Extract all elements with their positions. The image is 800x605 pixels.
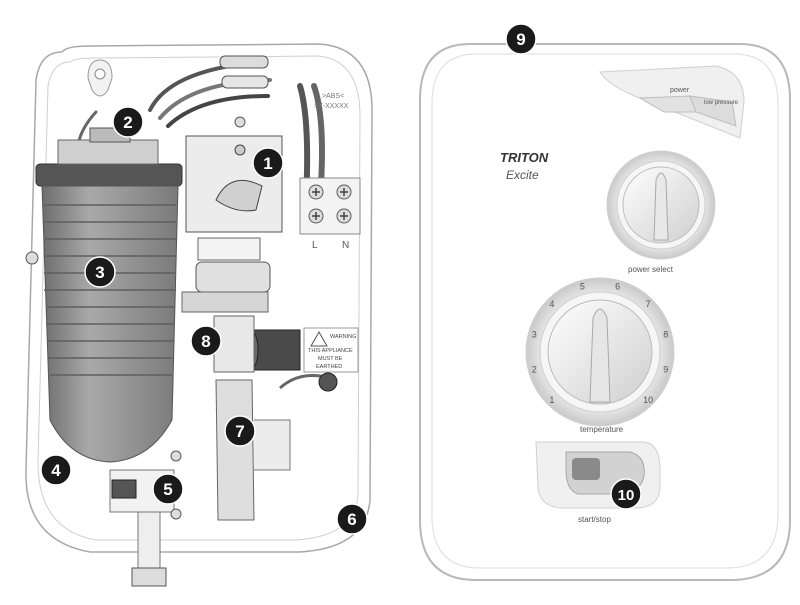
- number-badge-icon: [112, 106, 144, 138]
- terminal-block: [299, 177, 361, 235]
- fuse-icon: [219, 55, 269, 89]
- warning-text-1: WARNING: [330, 334, 356, 340]
- temperature-knob[interactable]: [525, 277, 675, 427]
- callout-badge-6: 6: [336, 503, 368, 535]
- temperature-scale-number: 8: [663, 329, 668, 339]
- callout-badge-1: 1: [252, 147, 284, 179]
- callout-badge-9: 9: [505, 23, 537, 55]
- abs-mark: >ABS<: [322, 93, 344, 100]
- warning-text-4: EARTHED: [316, 364, 342, 370]
- callout-number: 10: [618, 487, 635, 504]
- number-badge-icon: [252, 147, 284, 179]
- warning-text-2: THIS APPLIANCE: [308, 348, 353, 354]
- number-badge-icon: [336, 503, 368, 535]
- number-badge-icon: [84, 256, 116, 288]
- callout-number: 6: [347, 510, 356, 529]
- warning-text-3: MUST BE: [318, 356, 343, 362]
- callout-badge-8: 8: [190, 325, 222, 357]
- temperature-scale-number: 6: [615, 281, 620, 291]
- material-mark: >X-XXXXX: [314, 103, 349, 110]
- terminal-neutral-label: N: [342, 240, 349, 251]
- front-view: power low pressure TRITON Excite power s…: [419, 43, 791, 581]
- temperature-scale-number: 7: [646, 299, 651, 309]
- callout-badge-3: 3: [84, 256, 116, 288]
- number-badge-icon: [610, 478, 642, 510]
- callout-badge-10: 10: [610, 478, 642, 510]
- temperature-scale-number: 10: [643, 395, 653, 405]
- power-select-label: power select: [628, 265, 674, 274]
- callout-number: 3: [95, 263, 104, 282]
- callout-badge-5: 5: [152, 473, 184, 505]
- temperature-scale-number: 4: [549, 299, 554, 309]
- low-pressure-label: low pressure: [704, 100, 739, 106]
- start-stop-label: start/stop: [578, 515, 611, 524]
- callout-number: 5: [163, 480, 172, 499]
- number-badge-icon: [505, 23, 537, 55]
- temperature-scale-number: 1: [549, 395, 554, 405]
- temperature-scale-number: 5: [580, 281, 585, 291]
- power-select-knob[interactable]: [606, 150, 716, 260]
- callout-badges: 1 2 3 4 5 6 7 8 9 10: [40, 23, 642, 535]
- callout-number: 1: [263, 154, 272, 173]
- temperature-scale: 1 2 3 4 5 6 7 8 9 10: [532, 281, 668, 405]
- warning-label: [303, 327, 359, 373]
- number-badge-icon: [190, 325, 222, 357]
- front-cover-bevel: [431, 53, 779, 569]
- number-badge-icon: [224, 415, 256, 447]
- callout-number: 8: [201, 332, 210, 351]
- low-pressure-button[interactable]: [689, 95, 737, 127]
- temperature-scale-number: 3: [532, 329, 537, 339]
- callout-badge-4: 4: [40, 454, 72, 486]
- internal-view: L N >ABS< >X-XXXXX: [25, 43, 373, 587]
- brand-logo: TRITON: [500, 150, 549, 165]
- callout-badge-2: 2: [112, 106, 144, 138]
- start-stop-button[interactable]: [535, 441, 661, 509]
- callout-badge-7: 7: [224, 415, 256, 447]
- mounting-hole-icon: [87, 59, 113, 97]
- callout-number: 9: [516, 30, 525, 49]
- pressure-buttons: [599, 65, 745, 139]
- temperature-label: temperature: [580, 425, 624, 434]
- callout-number: 4: [51, 461, 61, 480]
- callout-number: 7: [235, 422, 244, 441]
- heater-tank: [35, 127, 183, 463]
- temperature-scale-number: 9: [663, 365, 668, 375]
- outlet-pipe: [215, 372, 338, 521]
- callout-number: 2: [123, 113, 132, 132]
- internal-casing-inner: [37, 55, 361, 541]
- number-badge-icon: [40, 454, 72, 486]
- number-badge-icon: [152, 473, 184, 505]
- temperature-scale-number: 2: [532, 365, 537, 375]
- model-name: Excite: [506, 168, 539, 182]
- terminal-live-label: L: [312, 240, 318, 251]
- power-label: power: [670, 87, 690, 94]
